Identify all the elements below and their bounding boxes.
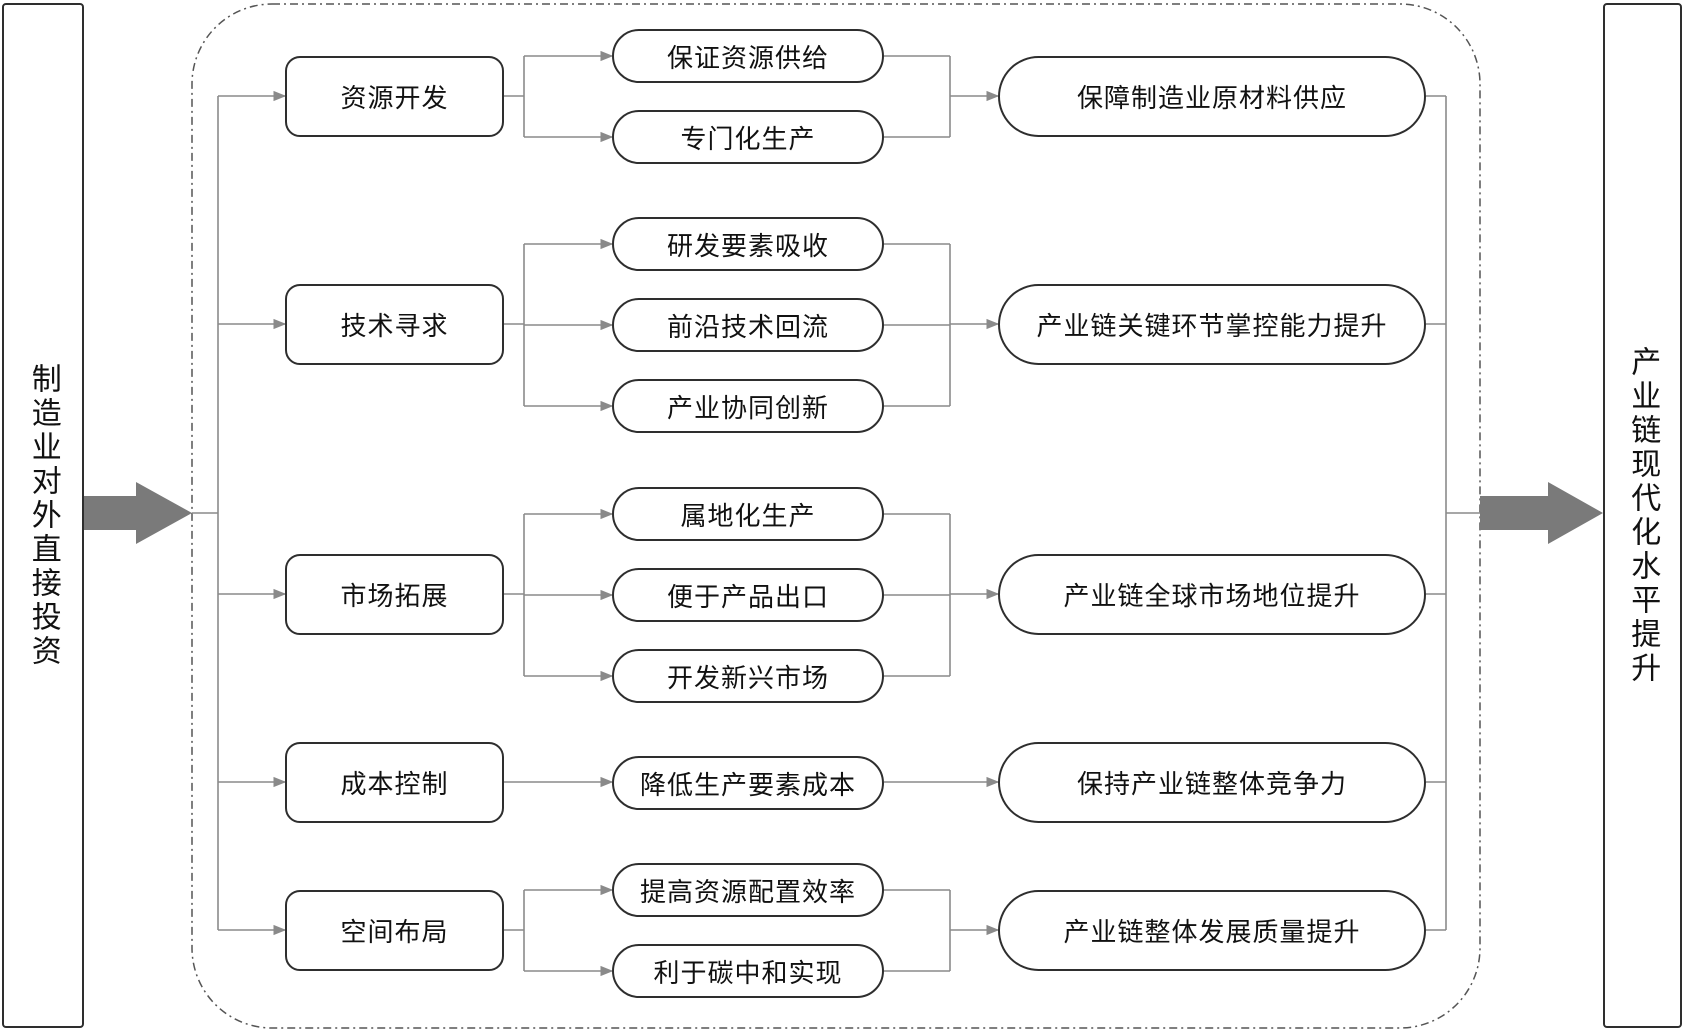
mechanism-localized-production: 属地化生产 (612, 487, 884, 541)
modernization-output-box: 产业链现代化水平提升 (1603, 3, 1682, 1028)
mechanism-frontier-tech-reflow: 前沿技术回流 (612, 298, 884, 352)
mechanism-ensure-resource-supply: 保证资源供给 (612, 29, 884, 83)
category-resource-development: 资源开发 (285, 56, 504, 137)
fdi-input-label: 制造业对外直接投资 (25, 362, 61, 669)
mechanism-carbon-neutrality: 利于碳中和实现 (612, 944, 884, 998)
mechanism-industrial-collaborative-innovation: 产业协同创新 (612, 379, 884, 433)
output-arrow-icon (1480, 482, 1603, 544)
category-market-expansion: 市场拓展 (285, 554, 504, 635)
mechanism-reduce-factor-costs: 降低生产要素成本 (612, 756, 884, 810)
outcome-development-quality: 产业链整体发展质量提升 (998, 890, 1426, 971)
outcome-overall-competitiveness: 保持产业链整体竞争力 (998, 742, 1426, 823)
input-arrow-icon (84, 482, 192, 544)
category-cost-control: 成本控制 (285, 742, 504, 823)
outcome-global-market-position: 产业链全球市场地位提升 (998, 554, 1426, 635)
modernization-output-label: 产业链现代化水平提升 (1625, 345, 1661, 686)
category-technology-seeking: 技术寻求 (285, 284, 504, 365)
outcome-raw-material-supply: 保障制造业原材料供应 (998, 56, 1426, 137)
mechanism-emerging-markets: 开发新兴市场 (612, 649, 884, 703)
mechanism-resource-allocation-efficiency: 提高资源配置效率 (612, 863, 884, 917)
outcome-key-link-control: 产业链关键环节掌控能力提升 (998, 284, 1426, 365)
mechanism-rd-absorption: 研发要素吸收 (612, 217, 884, 271)
mechanism-facilitate-export: 便于产品出口 (612, 568, 884, 622)
dashed-frame (191, 3, 1481, 1029)
fdi-input-box: 制造业对外直接投资 (2, 3, 84, 1028)
mechanism-specialized-production: 专门化生产 (612, 110, 884, 164)
category-spatial-layout: 空间布局 (285, 890, 504, 971)
